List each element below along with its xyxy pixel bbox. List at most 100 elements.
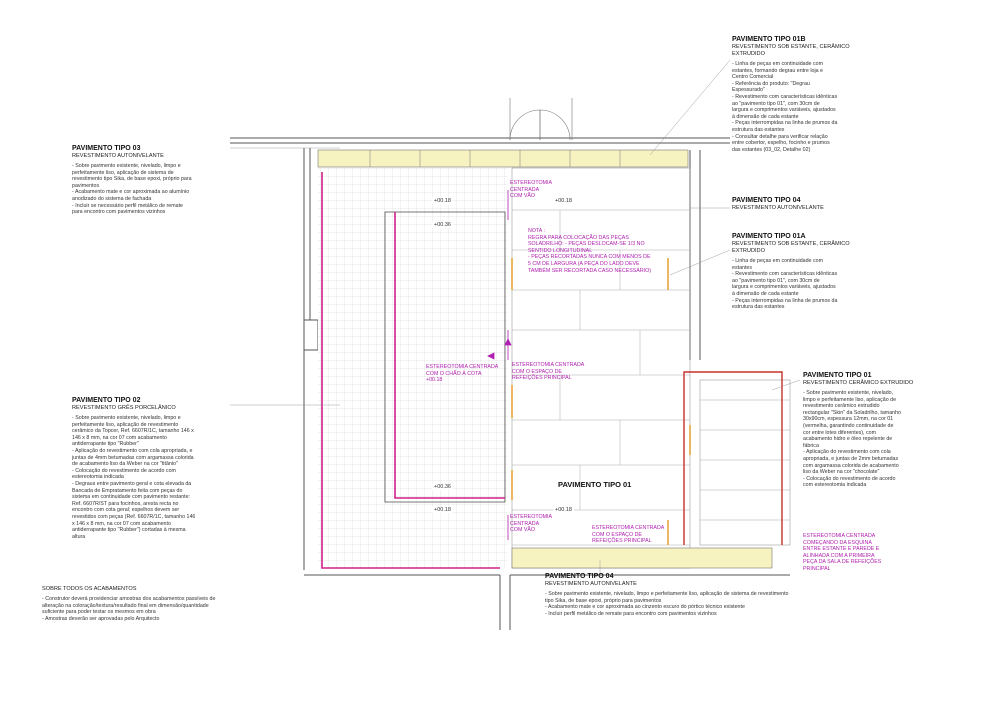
note-line: (vermelha, garantindo continuidade de (803, 422, 894, 429)
note-line: 30x90cm, espessura 12mm, na cor 01 (803, 416, 894, 423)
note-line: - Aplicação do revestimento com cola apr… (72, 447, 193, 454)
note-line: sistema em continuidade com pavimento re… (72, 494, 191, 501)
note-line: com estereotomia indicada (803, 482, 867, 489)
strip-01b-joints (369, 150, 621, 167)
note-line: - Referência do produto: "Degrau (732, 80, 810, 87)
note-line: - Linha de peças em continuidade com (732, 258, 823, 264)
note-line: - Colocação do revestimento de acordo co… (72, 467, 176, 474)
level-tag: +00.36 (432, 484, 453, 490)
note-line: fábrica (803, 442, 819, 449)
raised-counter (384, 211, 506, 503)
note-line: antiderrapante tipo "Rubber") cortadas à… (72, 527, 186, 534)
note-line: Ref. 6607R/ST para focinhos, aresta rect… (72, 500, 179, 507)
note-line: - Acabamento mate e cor aproximada ao ci… (545, 604, 745, 611)
note-line: estantes (732, 264, 753, 271)
level-tag: +00.36 (432, 222, 453, 228)
note-line: - Revestimento com características idênt… (732, 93, 838, 100)
note-line: - Sobre pavimento existente, nivelado, (803, 390, 894, 396)
strip-bottom (511, 547, 773, 569)
note-line: juntas de 4mm betumadas com argamassa co… (72, 454, 194, 461)
note-line: - Sobre pavimento existente, nivelado, l… (72, 163, 181, 169)
note-line: largura e comprimentos variáveis, ajusta… (732, 284, 836, 291)
note-line: - Incluir perfil metálico de remate para… (545, 610, 717, 617)
note-line: 146 x 8 mm, na cor 07 com acabamento (72, 434, 167, 441)
note-line: estereotomia indicada (72, 474, 124, 481)
note-line: rectangular "Skin" da Soladrilho, tamanh… (803, 409, 901, 416)
note-line: de acabamento liso da Weber na cor "titâ… (72, 461, 178, 468)
note-line: Espessurado" (732, 87, 765, 94)
note-line: liso da Weber na cor "chocolate" (803, 469, 880, 476)
note-line: Centro Comercial (732, 74, 774, 81)
right-room (683, 371, 791, 546)
note-line: estrutura das estantes (732, 304, 785, 311)
note-line: ao "pavimento tipo 01", com 30cm de (732, 277, 820, 284)
note-line: limpo e perfeitamente liso, aplicação de (803, 396, 897, 403)
note-line: x 146 x 8 mm, na cor 07 com acabamento (72, 520, 171, 527)
magenta-border-counter (394, 212, 505, 499)
note-line: estrutura das estantes (732, 126, 785, 133)
plank-area-01 (511, 167, 691, 569)
note-line: revestidos com peças (Ref. 6607R/1C, tam… (72, 513, 196, 520)
note-line: - Consultar detalhe para verificar relaç… (732, 133, 828, 140)
note-line: entre cobertor, espelho, focinho e prumo… (732, 140, 830, 147)
note-pav-01b: PAVIMENTO TIPO 01B REVESTIMENTO SOB ESTA… (732, 36, 902, 153)
note-line: cerâmico da Topcer, Ref. 6607R/1C, taman… (72, 428, 194, 435)
note-line: - Sobre pavimento existente, nivelado, l… (545, 591, 789, 597)
note-line: estantes, formando degrau entre loja e (732, 67, 823, 74)
note-line: para encontro com pavimentos vizinhos (72, 209, 166, 216)
note-line: - Construtor deverá providenciar amostra… (42, 596, 216, 602)
note-line: cor entre lotes diferentes), com (803, 429, 877, 436)
note-line: acabamento hidro e óleo repelente de (803, 436, 893, 443)
note-line: largura e comprimentos variáveis, ajusta… (732, 107, 836, 114)
note-line: das estantes (03_02, Detalhe 02) (732, 146, 811, 153)
note-line: altura (72, 533, 86, 540)
note-pav-02: PAVIMENTO TIPO 02 REVESTIMENTO GRÊS PORC… (72, 397, 272, 540)
note-pav-04b: PAVIMENTO TIPO 04 REVESTIMENTO AUTONIVEL… (545, 573, 845, 617)
note-line: alteração na coloração/textura/resultado… (42, 602, 209, 609)
note-line: perfeitamente liso, aplicação de revesti… (72, 421, 179, 428)
note-line: - Colocação do revestimento de acordo (803, 475, 896, 482)
shelf-markers (511, 258, 691, 545)
note-line: com argamassa colorida de acabamento (803, 462, 899, 469)
entrance-door (509, 98, 573, 141)
note-line: ao "pavimento tipo 01", com 30cm de (732, 100, 820, 107)
note-line: apropriada, e juntas de 2mm betumadas (803, 455, 899, 462)
note-line: à dimensão de cada estante (732, 113, 799, 120)
note-line: à dimensão de cada estante (732, 290, 799, 297)
strip-01b (317, 149, 689, 168)
note-line: - Degraus entre pavimento geral e cota e… (72, 480, 192, 487)
note-line: antiderrapante tipo "Rubber" (72, 441, 139, 448)
note-general: SOBRE TODOS OS ACABAMENTOS - Construtor … (42, 586, 302, 622)
center-markers (487, 190, 512, 540)
level-tag: +00.18 (432, 198, 453, 204)
level-tag: +00.18 (553, 198, 574, 204)
note-line: - Aplicação do revestimento com cola (803, 449, 891, 456)
magenta-border-02 (321, 172, 500, 569)
note-line: suficiente para poder testar os mesmos e… (42, 609, 156, 616)
note-pav-01: PAVIMENTO TIPO 01 REVESTIMENTO CERÂMICO … (803, 372, 973, 489)
note-pav-01a: PAVIMENTO TIPO 01A REVESTIMENTO SOB ESTA… (732, 233, 897, 311)
note-line: - Revestimento com características idênt… (732, 271, 838, 278)
note-pav-03: PAVIMENTO TIPO 03 REVESTIMENTO AUTONIVEL… (72, 145, 262, 216)
note-line: revestimento cerâmico extrudido (803, 403, 880, 410)
level-tag: +00.18 (553, 507, 574, 513)
note-line: - Acabamento mate e cor aproximada ao al… (72, 189, 190, 196)
note-line: anodizado do sistema de fachada (72, 195, 152, 202)
level-tag: +00.18 (432, 507, 453, 513)
leader-lines (230, 59, 801, 578)
note-line: - Amostras deverão ser aprovadas pelo Ar… (42, 615, 160, 622)
note-line: - Peças interrompidas na linha de prumos… (732, 120, 838, 127)
label-pav01-center: PAVIMENTO TIPO 01 (558, 480, 632, 489)
note-pav-04a: PAVIMENTO TIPO 04 REVESTIMENTO AUTONIVEL… (732, 197, 824, 211)
note-line: tipo Sika, de base epoxi, próprio para p… (545, 597, 662, 604)
note-line: - Incluir se necessário perfil metálico … (72, 202, 183, 209)
note-line: encontro com cota geral; espelhos devem … (72, 507, 180, 514)
